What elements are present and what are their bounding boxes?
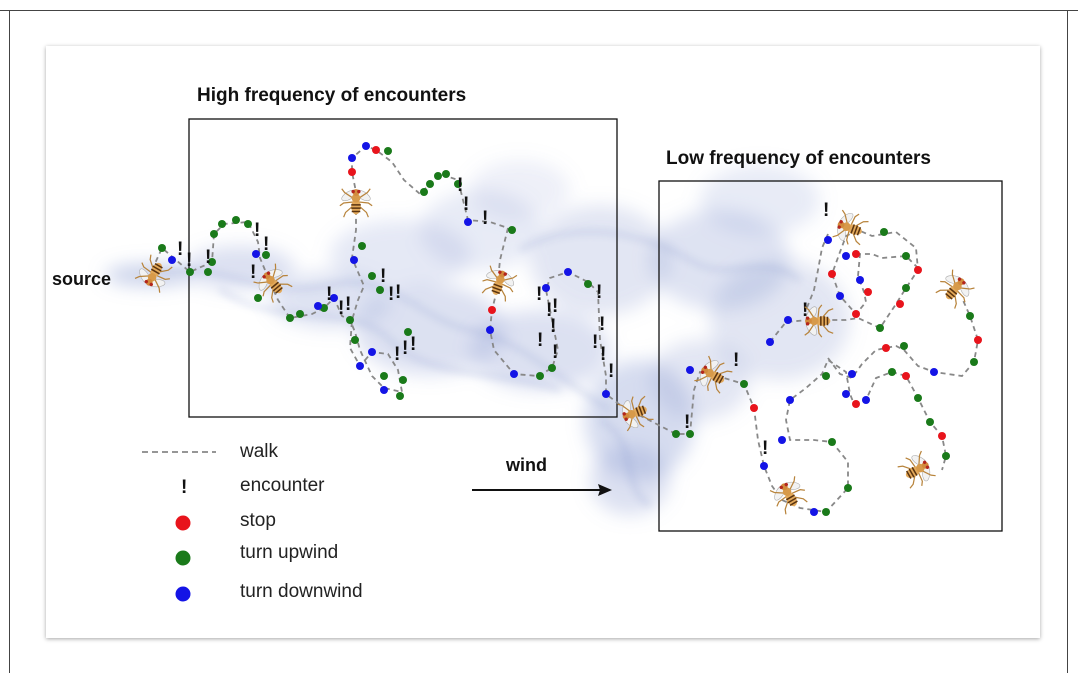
fly-icon — [830, 207, 871, 250]
source-label: source — [52, 269, 111, 289]
behavior-dots — [158, 142, 982, 516]
svg-text:!: ! — [762, 438, 768, 459]
legend-downwind-dot — [175, 586, 191, 602]
svg-text:!: ! — [823, 200, 829, 221]
high-frequency-title: High frequency of encounters — [197, 85, 466, 106]
low-frequency-box — [658, 180, 1003, 532]
legend-upwind-dot — [175, 550, 191, 566]
frame-top-border — [0, 10, 1078, 11]
svg-text:!: ! — [345, 294, 351, 315]
legend-upwind-label: turn upwind — [240, 542, 338, 563]
svg-text:!: ! — [552, 342, 558, 363]
legend: walk ! encounter stop turn upwind turn d… — [142, 441, 363, 602]
svg-text:!: ! — [410, 334, 416, 355]
svg-text:!: ! — [552, 296, 558, 317]
encounter-marks: ! ! ! ! ! ! ! ! ! ! ! ! ! ! ! ! ! ! ! ! … — [177, 175, 829, 459]
svg-text:!: ! — [608, 361, 614, 382]
svg-text:!: ! — [733, 350, 739, 371]
legend-encounter-marker: ! — [181, 477, 187, 498]
fly-icon — [932, 266, 978, 312]
svg-text:!: ! — [380, 266, 386, 287]
legend-walk-label: walk — [239, 441, 279, 462]
fly-icon — [895, 448, 939, 493]
svg-text:!: ! — [550, 316, 556, 337]
svg-text:!: ! — [205, 247, 211, 268]
svg-text:!: ! — [536, 284, 542, 305]
svg-text:!: ! — [186, 250, 192, 271]
fly-icon — [339, 187, 373, 218]
svg-text:!: ! — [402, 338, 408, 359]
legend-stop-label: stop — [240, 510, 276, 531]
svg-text:!: ! — [338, 298, 344, 319]
svg-text:!: ! — [388, 284, 394, 305]
smoke-plume — [105, 160, 850, 515]
svg-text:!: ! — [599, 314, 605, 335]
svg-text:!: ! — [802, 300, 808, 321]
high-frequency-box — [188, 118, 618, 418]
frame-right-border — [1067, 10, 1068, 673]
svg-text:!: ! — [326, 284, 332, 305]
frame-left-border — [9, 10, 10, 673]
svg-text:!: ! — [482, 208, 488, 229]
wind-arrow — [472, 484, 612, 496]
legend-downwind-label: turn downwind — [240, 581, 363, 602]
svg-text:!: ! — [537, 330, 543, 351]
svg-text:!: ! — [394, 344, 400, 365]
svg-text:!: ! — [684, 412, 690, 433]
svg-text:!: ! — [254, 220, 260, 241]
legend-encounter-label: encounter — [240, 475, 325, 496]
svg-text:!: ! — [457, 175, 463, 196]
svg-text:!: ! — [250, 262, 256, 283]
svg-text:!: ! — [395, 282, 401, 303]
wind-label: wind — [505, 455, 547, 475]
svg-text:!: ! — [546, 300, 552, 321]
svg-text:!: ! — [592, 332, 598, 353]
svg-text:!: ! — [177, 239, 183, 260]
legend-stop-dot — [175, 515, 191, 531]
fly-icon — [477, 263, 520, 304]
low-frequency-title: Low frequency of encounters — [666, 148, 931, 169]
svg-text:!: ! — [600, 344, 606, 365]
svg-text:!: ! — [463, 194, 469, 215]
svg-text:!: ! — [263, 234, 269, 255]
svg-text:!: ! — [596, 282, 602, 303]
fly-icon — [767, 473, 812, 517]
